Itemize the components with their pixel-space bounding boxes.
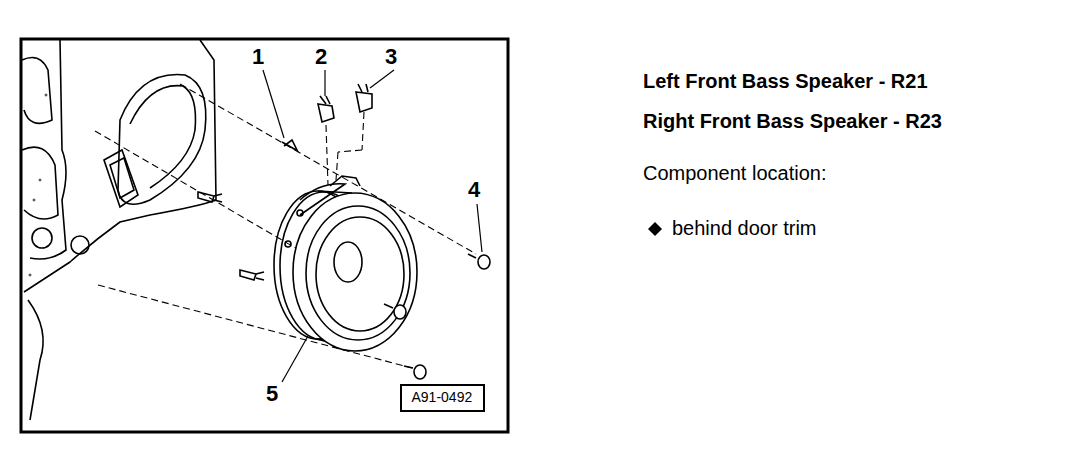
screw-head xyxy=(394,305,406,319)
door-bracket-inner xyxy=(110,158,134,198)
mounting-hole xyxy=(285,241,291,247)
callout-number: 2 xyxy=(315,44,327,69)
speaker-dust-cap xyxy=(334,242,362,282)
speaker-opening-inner xyxy=(130,86,196,188)
component-heading: Right Front Bass Speaker - R23 xyxy=(643,110,942,133)
mounting-hole xyxy=(297,210,303,216)
leader-line xyxy=(324,70,325,96)
speaker-housing-line xyxy=(318,191,352,193)
door-bracket xyxy=(104,150,138,207)
expanding-rivet xyxy=(240,270,264,280)
assembly-line xyxy=(338,150,362,152)
leader-line xyxy=(370,70,394,88)
door-panel-detail xyxy=(28,300,43,420)
screw xyxy=(468,254,490,269)
leader-line xyxy=(477,204,482,252)
location-heading: Component location: xyxy=(643,162,826,185)
door-panel-edge xyxy=(30,40,66,259)
speaker-front-ring xyxy=(293,193,417,351)
assembly-line xyxy=(362,112,364,150)
screw-head xyxy=(478,255,490,269)
screw-head xyxy=(414,365,426,379)
bullet-diamond xyxy=(648,222,662,236)
screw xyxy=(404,365,426,379)
door-panel-hole xyxy=(71,236,89,254)
speaker-surround xyxy=(306,206,410,340)
callout-number: 5 xyxy=(266,381,278,406)
expanding-rivet xyxy=(198,192,222,202)
assembly-line xyxy=(326,125,328,185)
screw-shaft xyxy=(468,254,476,258)
callout-number: 3 xyxy=(385,44,397,69)
leader-line xyxy=(282,336,308,382)
speaker-opening xyxy=(118,75,206,205)
component-heading: Left Front Bass Speaker - R21 xyxy=(643,70,928,93)
illustration-group xyxy=(21,39,508,432)
speaker-cone xyxy=(316,217,404,331)
door-panel-detail xyxy=(22,147,58,219)
door-panel-outline xyxy=(24,40,216,292)
connector-clip xyxy=(356,84,372,112)
screw-shaft xyxy=(384,304,393,308)
figure-number-box: A91-0492 xyxy=(400,384,485,412)
location-item: behind door trim xyxy=(672,217,817,240)
callout-number: 4 xyxy=(468,177,480,202)
speaker-terminal xyxy=(330,176,360,186)
illustration-frame xyxy=(21,39,508,432)
assembly-lines xyxy=(95,84,476,368)
leader-line xyxy=(263,70,284,138)
connector-clip xyxy=(318,96,334,122)
callout-number: 1 xyxy=(252,44,264,69)
panel-dots xyxy=(29,94,47,276)
panel-dot xyxy=(45,94,47,96)
screw-shaft xyxy=(404,366,413,368)
door-panel-detail xyxy=(22,58,52,124)
screw xyxy=(384,304,406,319)
assembly-line xyxy=(336,152,338,180)
figure-number: A91-0492 xyxy=(412,390,473,405)
panel-dot xyxy=(39,179,41,181)
leader-lines xyxy=(263,70,482,382)
clip-nut xyxy=(282,140,298,152)
panel-dot xyxy=(29,274,31,276)
door-panel-hole xyxy=(32,228,52,248)
panel-dot xyxy=(33,199,35,201)
